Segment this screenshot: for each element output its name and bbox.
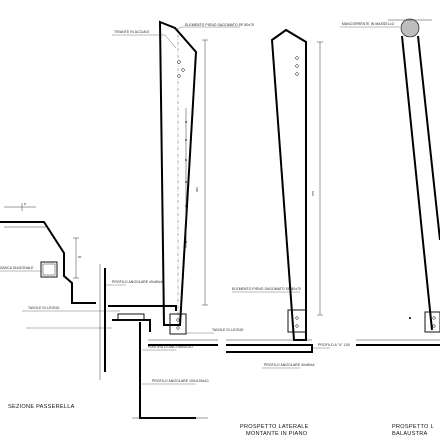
label-elemento-top: ELEMENTO PIENO SAGOMATO SP 80x70 <box>185 23 254 27</box>
post-2: 975 ELEMENTO PIENO SAGOMATO SP 80x70 PRO… <box>226 28 350 437</box>
section-walkway: 8 60 ZANCA DIAGONALE TAVOLE DI LEGNO PRO… <box>0 202 209 419</box>
label-piastra: PIASTRA DI ANCORAGGIO <box>148 345 193 349</box>
dim-post2: 975 <box>311 191 315 196</box>
post-3: MANCORRENTE IN MASSELLO PROSPETTO L BALA… <box>340 18 440 437</box>
dim-section-height: 60 <box>78 255 82 259</box>
label-tavole-left: TAVOLE DI LEGNO <box>28 306 60 310</box>
label-profilo-angolare-top: PROFILO ANGOLARE 40x80x4 <box>112 280 163 284</box>
dim-top-left: 8 <box>24 202 26 206</box>
label-mancorrente: MANCORRENTE IN MASSELLO <box>342 22 395 26</box>
label-profilo-u: PROFILO A "U" 100 <box>318 343 350 347</box>
dim-post1: 950 <box>195 187 199 192</box>
handrail-section <box>400 18 420 38</box>
title-prospetto1-line1: PROSPETTO LATERALE <box>240 424 309 430</box>
label-tirante: TIRANTE IN ACCIAIO <box>114 30 150 34</box>
title-prospetto2-line1: PROSPETTO L <box>392 424 434 430</box>
label-elemento-mid: ELEMENTO PIENO SAGOMATO SP 80x70 <box>232 287 301 291</box>
title-prospetto1-line2: MONTANTE IN PIANO <box>246 431 308 437</box>
label-profilo-angolare-bottom: PROFILO ANGOLARE 100x100x10 <box>152 379 209 383</box>
title-prospetto2-line2: BALAUSTRA <box>392 431 428 437</box>
post-1: 950 TIRANTE IN ACCIAIO ELEMENTO PIENO SA… <box>112 20 254 346</box>
label-tavole-right: TAVOLE DI LEGNO <box>212 328 244 332</box>
title-sezione: SEZIONE PASSERELLA <box>8 404 75 410</box>
label-profilo-angolare-mid: PROFILO ANGOLARE 40x80x4 <box>264 363 315 367</box>
label-zanca: ZANCA DIAGONALE <box>0 266 34 270</box>
